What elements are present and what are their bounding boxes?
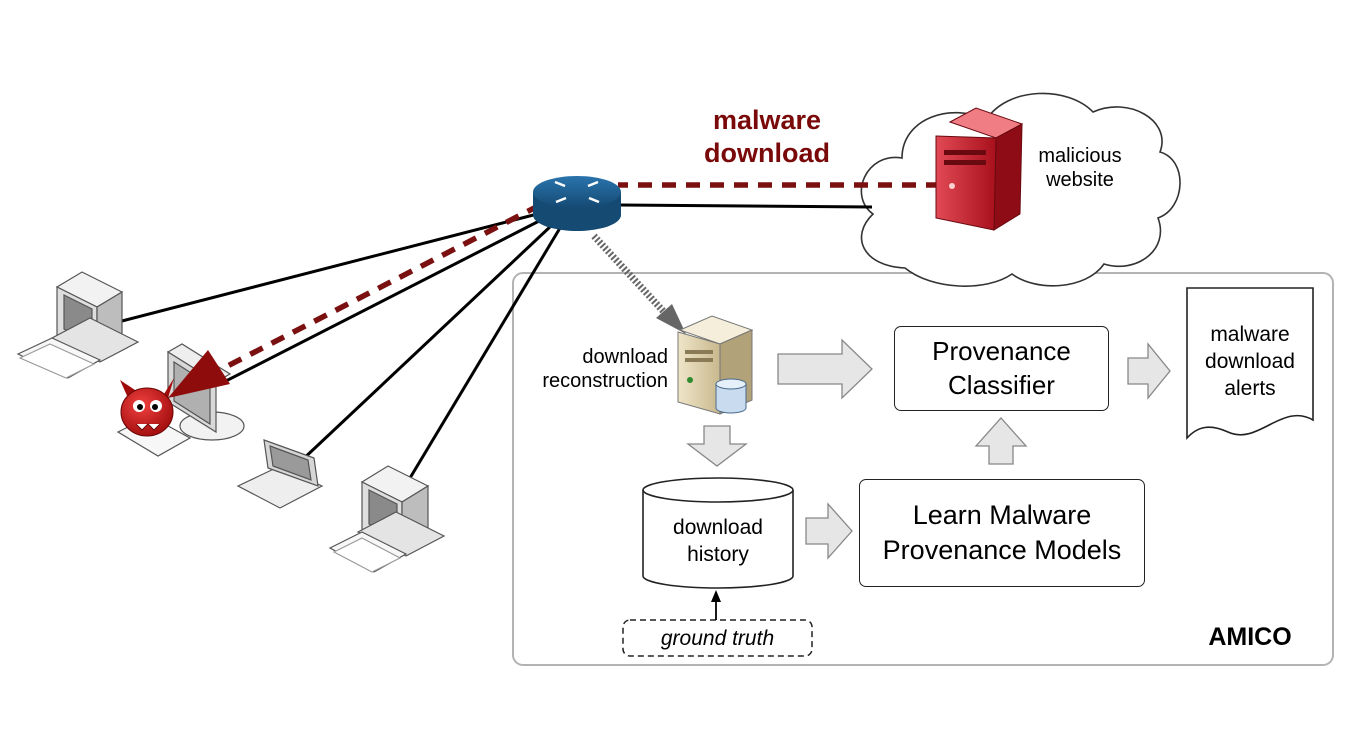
tap-arrow	[591, 233, 686, 334]
provenance-classifier-box: Provenance Classifier	[894, 326, 1109, 411]
malware-alerts-line-3: alerts	[1224, 376, 1276, 400]
desktop-computer-icon	[328, 465, 446, 573]
learn-models-line-2: Provenance Models	[882, 535, 1122, 565]
ground-truth-label: ground truth	[660, 627, 775, 650]
download-history-line-2: history	[687, 543, 749, 567]
flow-arrows	[686, 338, 1171, 560]
network-links	[117, 203, 873, 479]
server-icon	[677, 315, 754, 415]
devil-malware-icon	[120, 378, 174, 437]
arrow-to-classifier	[777, 338, 873, 400]
download-history-label: download history	[643, 514, 793, 569]
provenance-classifier-line-1: Provenance	[932, 335, 1071, 366]
laptop-icon	[236, 439, 324, 509]
database-icon	[715, 378, 747, 414]
amico-label: AMICO	[1208, 623, 1292, 651]
malicious-website-line-1: malicious	[1038, 145, 1122, 167]
arrow-to-alerts	[1127, 342, 1171, 400]
download-history-cylinder	[642, 477, 794, 589]
download-reconstruction-line-1: download	[582, 346, 668, 368]
malicious-server-icon	[935, 107, 1024, 231]
malware-download-line-2: download	[704, 138, 830, 169]
router-icon	[533, 176, 621, 231]
malware-arrowhead	[168, 350, 230, 398]
download-reconstruction-label: download reconstruction	[508, 345, 668, 393]
arrow-to-history	[686, 425, 748, 467]
learn-models-box: Learn Malware Provenance Models	[859, 479, 1145, 587]
document-icon	[1186, 287, 1314, 441]
malware-download-path	[214, 182, 940, 375]
malware-alerts-label: malware download alerts	[1192, 322, 1308, 403]
download-reconstruction-line-2: reconstruction	[542, 370, 668, 392]
ground-truth-box	[622, 619, 813, 657]
malware-download-label: malware download	[672, 104, 862, 170]
malware-download-line-1: malware	[712, 105, 822, 135]
malicious-website-line-2: website	[1046, 169, 1114, 191]
malware-alerts-line-2: download	[1205, 349, 1295, 373]
malicious-website-label: malicious website	[1026, 144, 1134, 192]
arrow-to-classifier-up	[974, 417, 1028, 465]
ground-truth-arrowhead	[711, 590, 721, 602]
download-history-line-1: download	[673, 516, 763, 539]
provenance-classifier-line-2: Classifier	[948, 369, 1055, 400]
arrow-to-learn	[805, 502, 853, 560]
learn-models-line-1: Learn Malware	[912, 499, 1092, 530]
desktop-computer-icon	[16, 271, 140, 379]
malware-alerts-line-1: malware	[1210, 323, 1290, 346]
